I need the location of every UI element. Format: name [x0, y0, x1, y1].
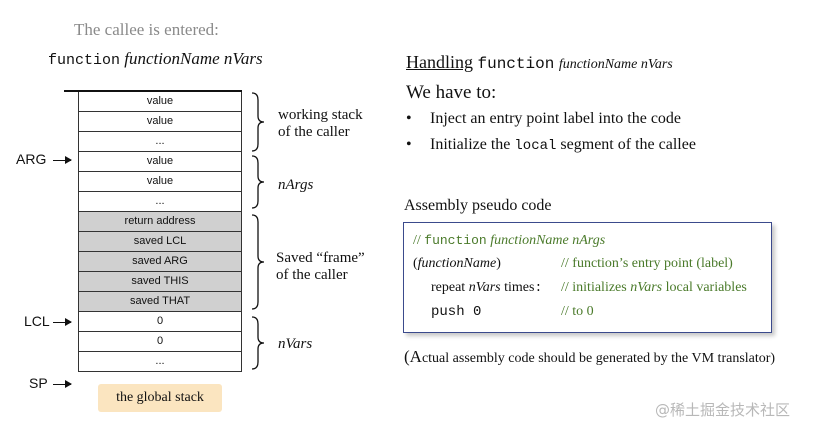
lcl-pointer-arrow: [53, 318, 72, 326]
callee-entered-title: The callee is entered:: [74, 20, 219, 39]
handling-signature: functionName nVars: [558, 57, 673, 72]
asm-line-1: // function functionName nArgs: [413, 233, 605, 249]
asm-comment-repeat: // initializes nVars local variables: [561, 280, 747, 296]
working-stack-line2: of the caller: [278, 124, 350, 140]
watermark: @稀土掘金技术社区: [655, 401, 791, 419]
stack-cell: saved THAT: [78, 292, 242, 312]
lcl-pointer-label: LCL: [24, 313, 50, 329]
stack-cell: value: [78, 112, 242, 132]
nvars-label: nVars: [278, 336, 313, 352]
asm-repeat-times: times: [500, 280, 535, 295]
note-first-letter: A: [409, 347, 422, 366]
asm-comment-to-zero: // to 0: [561, 304, 594, 319]
function-keyword: function: [48, 52, 121, 69]
stack-cell: 0: [78, 312, 242, 332]
assembly-title: Assembly pseudo code: [404, 197, 552, 214]
asm-comment-slashes: //: [413, 233, 425, 248]
asm-repeat-nvars: nVars: [468, 280, 501, 295]
bullet-local-segment: •Initialize the local segment of the cal…: [406, 136, 696, 154]
working-stack-brace: [251, 92, 265, 152]
sp-pointer-arrow: [53, 380, 72, 388]
stack-cell: ...: [78, 132, 242, 152]
asm-line-3: repeat nVars times:: [431, 280, 542, 296]
handling-heading: Handling function functionName nVars: [406, 52, 673, 73]
asm-comment-repeat-nvars: nVars: [630, 280, 663, 295]
working-stack-label: working stack of the caller: [278, 107, 363, 141]
bullet-local-code: local: [514, 138, 557, 154]
stack-cell: value: [78, 92, 242, 112]
asm-push-zero: push 0: [431, 304, 482, 320]
function-signature: functionName nVars: [124, 49, 263, 68]
asm-repeat-colon: :: [534, 280, 543, 295]
bullet-entry-text: Inject an entry point label into the cod…: [430, 110, 682, 127]
asm-label-open: (: [413, 256, 418, 271]
working-stack-line1: working stack: [278, 107, 363, 123]
note-open-paren: (: [404, 347, 410, 366]
nvars-brace: [251, 316, 265, 370]
saved-frame-line1: Saved “frame”: [276, 250, 365, 266]
function-signature-title: function functionName nVars: [48, 49, 263, 69]
handling-word: Handling: [406, 52, 473, 72]
asm-comment-repeat-post: local variables: [662, 280, 747, 295]
handling-keyword: function: [477, 55, 555, 73]
we-have-to-heading: We have to:: [406, 82, 497, 103]
asm-repeat: repeat: [431, 280, 469, 295]
stack-cell: 0: [78, 332, 242, 352]
sp-pointer-label: SP: [29, 375, 48, 391]
note-rest: ctual assembly code should be generated …: [421, 351, 776, 366]
asm-comment-entry: // function’s entry point (label): [561, 256, 733, 271]
stack-cell: value: [78, 152, 242, 172]
stack-top-line: [64, 90, 242, 92]
arg-pointer-label: ARG: [16, 151, 47, 167]
asm-line-2: (functionName): [413, 256, 501, 272]
frame-brace: [251, 214, 265, 310]
stack-cell: ...: [78, 192, 242, 212]
nargs-label: nArgs: [278, 177, 314, 193]
asm-function-keyword: function: [424, 233, 487, 248]
stack-cell: ...: [78, 352, 242, 372]
bullet-local-post: segment of the callee: [556, 136, 696, 153]
global-stack-label: the global stack: [98, 384, 222, 412]
saved-frame-label: Saved “frame” of the caller: [276, 250, 365, 284]
nargs-brace: [251, 155, 265, 209]
stack-cell: return address: [78, 212, 242, 232]
stack-cell: saved THIS: [78, 272, 242, 292]
stack-cell: saved LCL: [78, 232, 242, 252]
stack-cell: value: [78, 172, 242, 192]
asm-label-name: functionName: [417, 256, 497, 271]
bullet-entry-label: •Inject an entry point label into the co…: [406, 110, 682, 127]
asm-function-signature: functionName nArgs: [486, 233, 606, 248]
translator-note: (Actual assembly code should be generate…: [404, 347, 775, 367]
bullet-local-pre: Initialize the: [430, 136, 515, 153]
assembly-code-box: // function functionName nArgs (function…: [403, 222, 772, 333]
stack-cell: saved ARG: [78, 252, 242, 272]
saved-frame-line2: of the caller: [276, 267, 348, 283]
arg-pointer-arrow: [53, 156, 72, 164]
asm-comment-repeat-pre: // initializes: [561, 280, 631, 295]
asm-label-close: ): [496, 256, 501, 271]
